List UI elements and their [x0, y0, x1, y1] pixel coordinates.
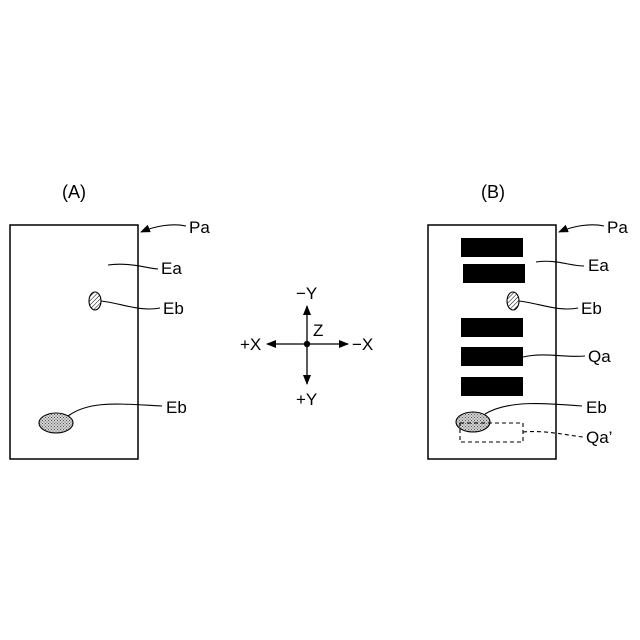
shifted-print-label: Qa’	[586, 428, 612, 447]
paper-pointer-arrow-a	[141, 225, 186, 232]
print-bar	[461, 238, 523, 257]
large-defect-label-a: Eb	[166, 398, 187, 417]
z-axis-dot	[304, 341, 310, 347]
plus-x-label: +X	[240, 335, 261, 354]
panel-b-title: (B)	[481, 182, 505, 202]
print-bar	[461, 377, 523, 396]
paper-label-a: Pa	[189, 218, 210, 237]
z-label: Z	[313, 321, 323, 340]
panel-b: (B) Pa Ea Eb Qa Eb Qa’	[428, 182, 628, 459]
print-bar	[461, 318, 523, 337]
large-defect-b	[456, 412, 490, 432]
small-defect-a	[89, 292, 101, 310]
small-defect-label-b: Eb	[581, 299, 602, 318]
minus-x-label: −X	[352, 335, 373, 354]
axis-indicator: −Y +Y +X −X Z	[240, 284, 373, 409]
region-label-a: Ea	[161, 259, 182, 278]
paper-sheet-b	[428, 225, 556, 459]
large-defect-label-b: Eb	[586, 398, 607, 417]
print-label-b: Qa	[588, 347, 611, 366]
panel-a: (A) Pa Ea Eb Eb	[10, 182, 210, 459]
small-defect-b	[507, 292, 519, 310]
paper-sheet-a	[10, 225, 138, 459]
minus-y-label: −Y	[296, 284, 317, 303]
panel-a-title: (A)	[62, 182, 86, 202]
plus-y-label: +Y	[296, 390, 317, 409]
print-bar	[461, 347, 523, 366]
paper-pointer-arrow-b	[559, 225, 604, 232]
small-defect-label-a: Eb	[163, 299, 184, 318]
print-bar	[463, 264, 525, 283]
region-label-b: Ea	[588, 256, 609, 275]
large-defect-a	[39, 413, 73, 433]
paper-label-b: Pa	[607, 218, 628, 237]
